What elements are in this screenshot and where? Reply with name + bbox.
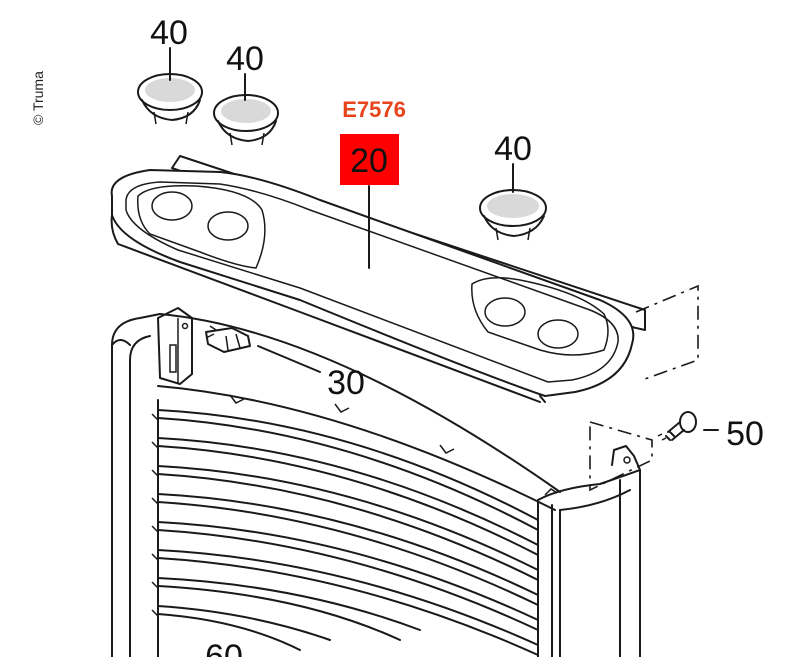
callout-cover: 20 — [350, 142, 388, 180]
copyright-text: © Truma — [30, 71, 46, 125]
callout-clip: 30 — [327, 364, 365, 402]
callout-cap-2: 40 — [226, 40, 264, 78]
cap-3 — [479, 163, 547, 241]
callout-screw: 50 — [726, 415, 764, 453]
callout-casing: 60 — [205, 638, 243, 657]
screw-part-50 — [657, 411, 719, 441]
clip-part-30 — [205, 325, 321, 373]
left-bracket — [157, 307, 193, 385]
callout-cap-1: 40 — [150, 14, 188, 52]
louvres — [151, 399, 539, 657]
assembly-lines — [589, 284, 699, 492]
cap-1 — [137, 47, 203, 125]
part-code: E7576 — [342, 97, 406, 122]
highlight-box — [340, 134, 399, 185]
callout-cap-3: 40 — [494, 130, 532, 168]
top-cover-part-20 — [110, 155, 646, 403]
cap-2 — [213, 73, 279, 146]
casing — [111, 313, 641, 657]
